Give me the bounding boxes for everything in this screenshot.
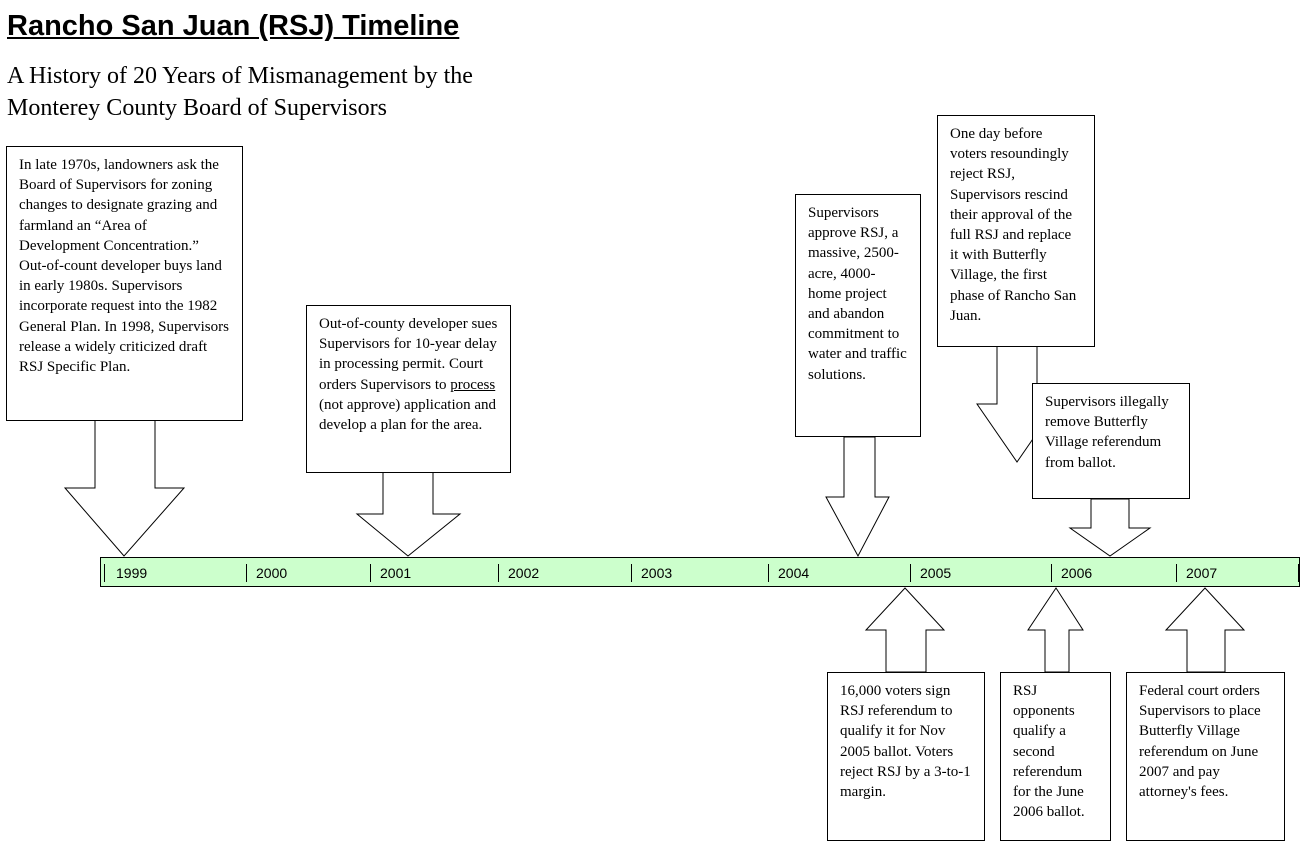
lawsuit-text-after: (not approve) application and develop a … (319, 396, 497, 434)
tick-2005 (910, 564, 911, 582)
subtitle-line-2: Monterey County Board of Supervisors (7, 95, 387, 121)
tick-2002 (498, 564, 499, 582)
page-subtitle: A History of 20 Years of Mismanagement b… (7, 60, 607, 124)
subtitle-line-1: A History of 20 Years of Mismanagement b… (7, 63, 473, 89)
lawsuit-text-underlined: process (450, 376, 496, 393)
event-late-1970s: In late 1970s, landowners ask the Board … (6, 146, 243, 421)
arrow-federal-court (1164, 587, 1246, 673)
year-2003: 2003 (641, 565, 673, 581)
tick-2000 (246, 564, 247, 582)
arrow-lawsuit (355, 471, 462, 557)
tick-end (1298, 564, 1299, 582)
arrow-late-1970s (63, 419, 186, 557)
year-2007: 2007 (1186, 565, 1218, 581)
tick-2004 (768, 564, 769, 582)
tick-1999 (104, 564, 105, 582)
arrow-remove-referendum (1068, 498, 1152, 557)
event-second-referendum: RSJ opponents qualify a second referendu… (1000, 672, 1111, 841)
timeline-bar: 1999 2000 2001 2002 2003 2004 2005 2006 … (100, 557, 1300, 587)
arrow-approve-rsj (825, 436, 890, 558)
tick-2006 (1051, 564, 1052, 582)
lawsuit-text-before: Out-of-county developer sues Supervisors… (319, 316, 498, 393)
event-remove-referendum: Supervisors illegally remove Butterfly V… (1032, 383, 1190, 499)
tick-2007 (1176, 564, 1177, 582)
year-2002: 2002 (508, 565, 540, 581)
year-2004: 2004 (778, 565, 810, 581)
tick-2003 (631, 564, 632, 582)
year-2006: 2006 (1061, 565, 1093, 581)
year-1999: 1999 (116, 565, 148, 581)
year-2005: 2005 (920, 565, 952, 581)
event-approve-rsj: Supervisors approve RSJ, a massive, 2500… (795, 194, 921, 437)
year-2001: 2001 (380, 565, 412, 581)
arrow-voters-sign (864, 587, 946, 673)
page-title: Rancho San Juan (RSJ) Timeline (7, 10, 460, 42)
arrow-second-referendum (1027, 587, 1084, 673)
event-lawsuit: Out-of-county developer sues Supervisors… (306, 305, 511, 473)
event-rescind: One day before voters resoundingly rejec… (937, 115, 1095, 347)
year-2000: 2000 (256, 565, 288, 581)
event-voters-sign: 16,000 voters sign RSJ referendum to qua… (827, 672, 985, 841)
tick-2001 (370, 564, 371, 582)
event-federal-court: Federal court orders Supervisors to plac… (1126, 672, 1285, 841)
